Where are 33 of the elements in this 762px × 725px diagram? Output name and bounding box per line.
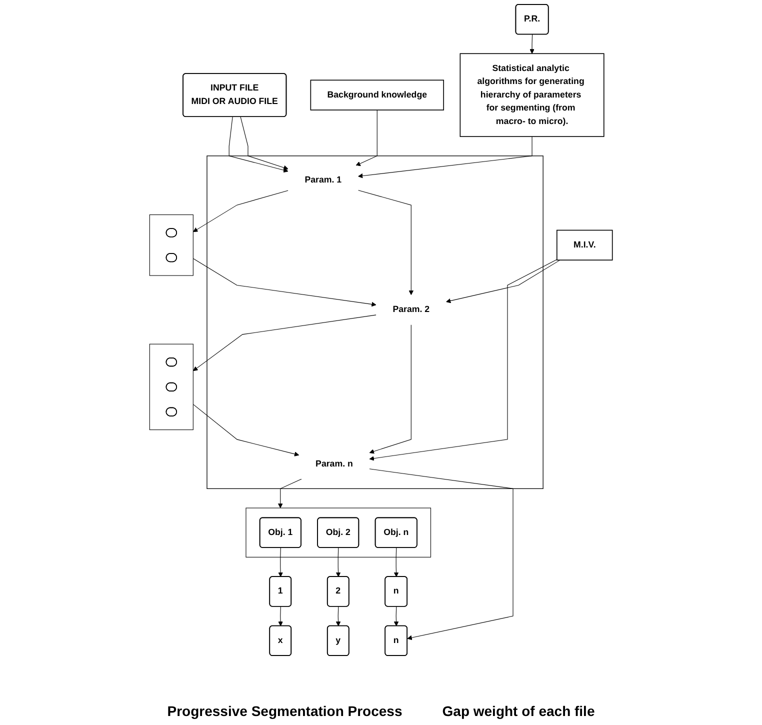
cluster [206,156,544,489]
arrow [369,324,412,454]
arrow [394,548,399,578]
node-box: Background knowledge [310,80,444,110]
caption-text: Gap weight of each file [442,703,595,719]
arrow [336,606,341,626]
arrow [446,260,560,304]
arrow [358,136,532,178]
arrow [369,259,558,461]
node-text: Param. 1 [304,176,342,185]
caption-text: Progressive Segmentation Process [167,703,402,719]
arrow [228,116,288,173]
arrow [192,314,376,372]
node-box: M.I.V. [556,230,613,260]
arrow [369,468,514,640]
node-text: Param. n [316,459,353,468]
arrow [192,404,300,456]
arrow [240,116,288,170]
node-box: Statistical analytic algorithms for generating hierarchy of parameters for segmenting (from macro- to micro). [460,53,604,137]
arrow [192,258,376,307]
arrow [394,606,399,626]
arrow [278,548,283,578]
cluster [246,508,432,558]
node-text: Param. 2 [392,304,430,314]
arrow [358,190,414,296]
arrow [356,110,378,166]
arrow [530,34,534,54]
cluster [149,214,194,276]
arrow [278,478,302,508]
cluster [149,344,194,430]
arrow [192,190,288,232]
arrow [336,548,341,578]
arrow [278,606,283,626]
